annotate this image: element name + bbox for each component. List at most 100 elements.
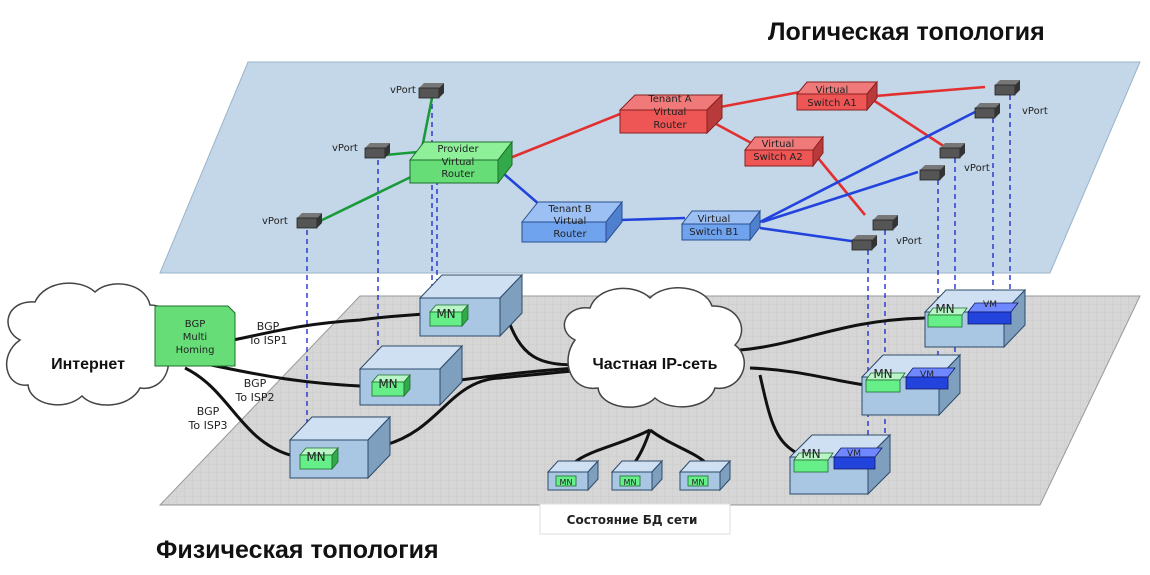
vport-icon[interactable] [418,83,444,99]
db-state-label: Состояние БД сети [567,513,698,527]
bgp-multihoming-box[interactable]: BGP Multi Homing [154,305,236,367]
db-node-3[interactable]: MN [678,459,732,492]
link-private-db2 [633,429,652,463]
mn-chip-icon: MN [371,373,411,398]
link-private-host2 [749,366,866,387]
provider-label-2: Virtual [442,157,475,168]
mn-chip-icon [555,475,577,487]
mn-chip-icon: MN [927,302,968,328]
vm-icon: VM [833,447,883,470]
bgp-isp3-line-2: To ISP3 [188,419,228,432]
tenant-b-label-1: Tenant B [547,204,591,215]
link-isp3 [184,366,291,457]
link-a1-vport-top [874,85,986,98]
switch-b1-label-1: Virtual [698,214,731,225]
virtual-switch-a1[interactable]: Virtual Switch A1 [795,80,879,112]
physical-topology-title: Физическая топология [156,536,439,564]
mn-label: MN [801,447,820,461]
switch-a1-label-2: Switch A1 [807,98,856,109]
mn-host-1[interactable]: MN [418,273,524,338]
tenant-a-label-2: Virtual [654,107,687,118]
vport-icon[interactable] [851,235,877,251]
vport-label: vPort [896,236,922,247]
logical-topology-title: Логическая топология [768,18,1045,46]
bgp-isp1-line-2: To ISP1 [248,334,288,347]
link-provider-tenant-a [504,108,631,162]
vport-icon[interactable] [994,80,1020,96]
bgp-isp1-line-1: BGP [257,320,280,333]
link-b1-vport-c [759,226,859,244]
vport-icon[interactable] [939,143,965,159]
vport-label: vPort [964,163,990,174]
logical-links [315,85,986,244]
mn-host-3[interactable]: MN [288,415,392,480]
link-b1-vport-a [759,110,976,224]
switch-b1-label-2: Switch B1 [689,227,738,238]
link-a1-vport [869,96,946,149]
internet-label: Интернет [51,356,125,373]
vport-label: vPort [1022,106,1048,117]
vport-label: vPort [332,143,358,154]
vm-label: VM [847,449,861,459]
switch-a2-label-2: Switch A2 [753,152,802,163]
vport-icon[interactable] [364,143,390,159]
vm-icon: VM [905,367,956,390]
private-net-label: Частная IP-сеть [593,356,718,373]
link-provider-vport2 [384,150,419,157]
link-provider-vport3 [315,173,416,225]
compute-host-2[interactable]: MN VM [860,353,962,417]
internet-cloud: Интернет [5,282,174,406]
provider-label-1: Provider [437,144,479,155]
vport-label: vPort [390,85,416,96]
compute-host-1[interactable]: MN VM [923,288,1027,349]
link-private-db3 [649,428,706,464]
vport-icon[interactable] [296,213,322,229]
link-private-host3 [758,374,796,454]
vport-icon[interactable] [974,103,1000,119]
link-mn2-private [459,366,581,382]
vport-icon[interactable] [872,215,898,231]
bgp-isp3-line-1: BGP [197,405,220,418]
vm-label: VM [920,370,934,380]
mn-host-2[interactable]: MN [358,344,464,407]
link-mn3-private [384,368,586,447]
mn-label: MN [306,450,325,464]
db-node-2[interactable]: MN [610,459,664,492]
tenant-a-virtual-router[interactable]: Tenant A Virtual Router [618,93,724,135]
tenant-a-label-3: Router [653,120,687,131]
link-b1-vport-b [761,170,919,224]
link-tenant-b-switch-b1 [619,216,686,222]
mn-label: MN [873,367,892,381]
tenant-b-label-2: Virtual [554,216,587,227]
mn-chip-icon: MN [793,447,834,473]
provider-label-3: Router [441,169,475,180]
mn-label: MN [935,302,954,316]
switch-a1-label-1: Virtual [816,85,849,96]
mn-label: MN [378,377,397,391]
link-a2-vport [816,157,867,216]
mn-label: MN [624,478,637,487]
bgp-box-line-1: BGP [185,319,205,330]
virtual-switch-b1[interactable]: Virtual Switch B1 [680,209,762,242]
tenant-b-virtual-router[interactable]: Tenant B Virtual Router [520,200,624,244]
mn-label: MN [692,478,705,487]
compute-host-3[interactable]: MN VM [788,433,892,496]
vm-label: VM [983,300,997,310]
db-node-1[interactable]: MN [546,459,600,492]
virtual-switch-a2[interactable]: Virtual Switch A2 [743,135,825,168]
mn-chip-icon: MN [429,303,469,328]
bgp-isp2-line-1: BGP [244,377,267,390]
link-tenant-a-switch-a1 [714,90,801,110]
tenant-b-label-3: Router [553,229,587,240]
mn-chip-icon [687,475,709,487]
vport-label: vPort [262,216,288,227]
mn-chip-icon [619,475,641,487]
tenant-a-label-1: Tenant A [647,94,691,105]
vport-icon[interactable] [919,165,945,181]
private-ip-network-cloud: Частная IP-сеть [563,287,745,408]
provider-virtual-router[interactable]: Provider Virtual Router [408,140,514,185]
mn-label: MN [560,478,573,487]
link-private-host1 [739,316,926,352]
switch-a2-label-1: Virtual [762,139,795,150]
